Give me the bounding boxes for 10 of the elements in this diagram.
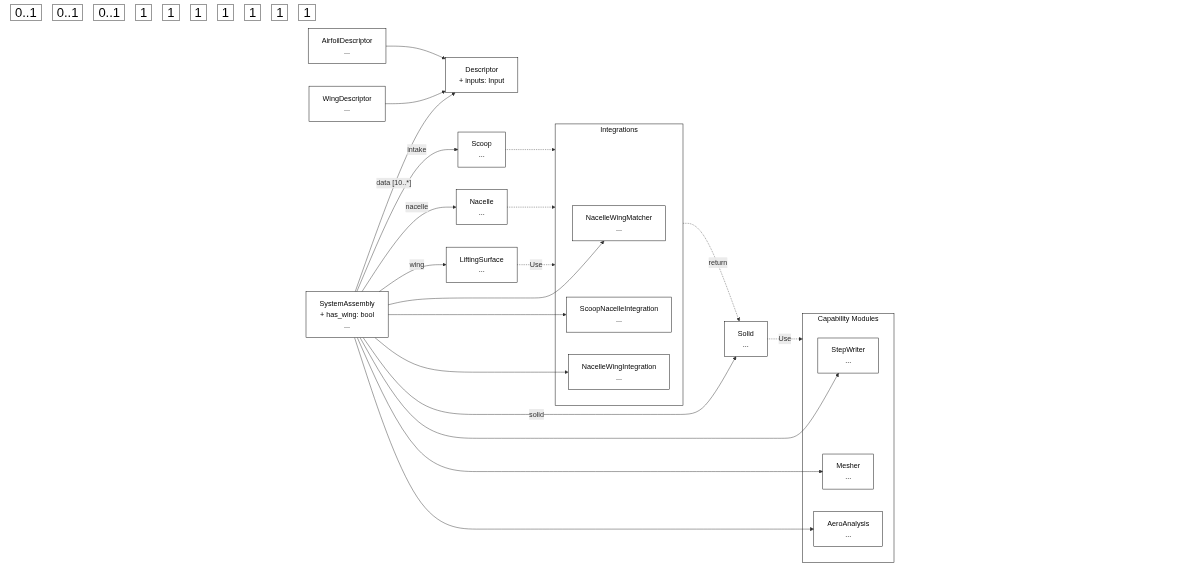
multiplicity-label: 1 [244, 4, 262, 21]
multiplicity-label: 1 [216, 4, 234, 21]
multiplicity-label: 0..1 [10, 4, 42, 21]
multiplicity-label: 1 [135, 4, 153, 21]
multiplicity-label: 1 [162, 4, 180, 21]
multiplicity-label: 1 [189, 4, 207, 21]
multiplicity-label: 1 [271, 4, 289, 21]
multiplicity-label: 0..1 [51, 4, 84, 21]
multiplicity-label: 1 [298, 4, 316, 21]
multiplicity-label: 0..1 [93, 4, 126, 21]
